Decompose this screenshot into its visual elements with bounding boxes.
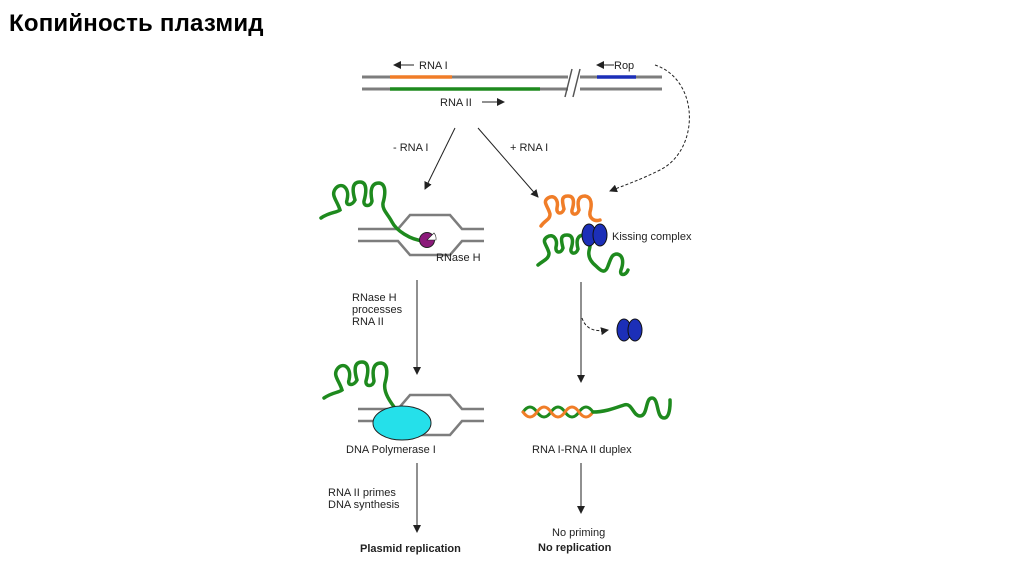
rna2-label: RNA II — [440, 97, 472, 109]
minus-rna1-arrow — [424, 127, 456, 190]
released-rop — [616, 318, 643, 342]
slide-title: Копийность плазмид — [9, 10, 264, 37]
rna1-label: RNA I — [419, 60, 448, 72]
minus-rna1-label: - RNA I — [393, 142, 428, 154]
rna-duplex — [521, 396, 672, 420]
primes-line2: DNA synthesis — [328, 499, 400, 511]
break-mark — [564, 68, 573, 98]
plasmid-dna-top — [362, 68, 662, 98]
rnase-step-line1: RNase H — [352, 292, 397, 304]
rnase-h-label: RNase H — [436, 252, 481, 264]
kissing-complex — [536, 194, 630, 277]
rop-to-kissing-arrow — [609, 64, 690, 193]
rnase-h-complex — [319, 180, 484, 257]
plus-rna1-arrow — [477, 127, 539, 198]
dna-polymerase-label: DNA Polymerase I — [346, 444, 436, 456]
kissing-complex-label: Kissing complex — [612, 231, 692, 243]
rop-label: Rop — [614, 60, 634, 72]
no-replication-outcome: No replication — [538, 542, 612, 554]
rop-protein-right — [592, 223, 608, 247]
plus-rna1-label: + RNA I — [510, 142, 548, 154]
rnase-step-line3: RNA II — [352, 316, 384, 328]
dna-polymerase-enzyme — [372, 405, 432, 441]
rop-release-arrow — [581, 317, 609, 336]
no-priming-label: No priming — [552, 527, 605, 539]
primes-line1: RNA II primes — [328, 487, 396, 499]
duplex-label: RNA I-RNA II duplex — [532, 444, 632, 456]
dna-polymerase-complex — [322, 360, 484, 441]
rnase-step-line2: processes — [352, 304, 403, 316]
plasmid-replication-outcome: Plasmid replication — [360, 543, 461, 555]
